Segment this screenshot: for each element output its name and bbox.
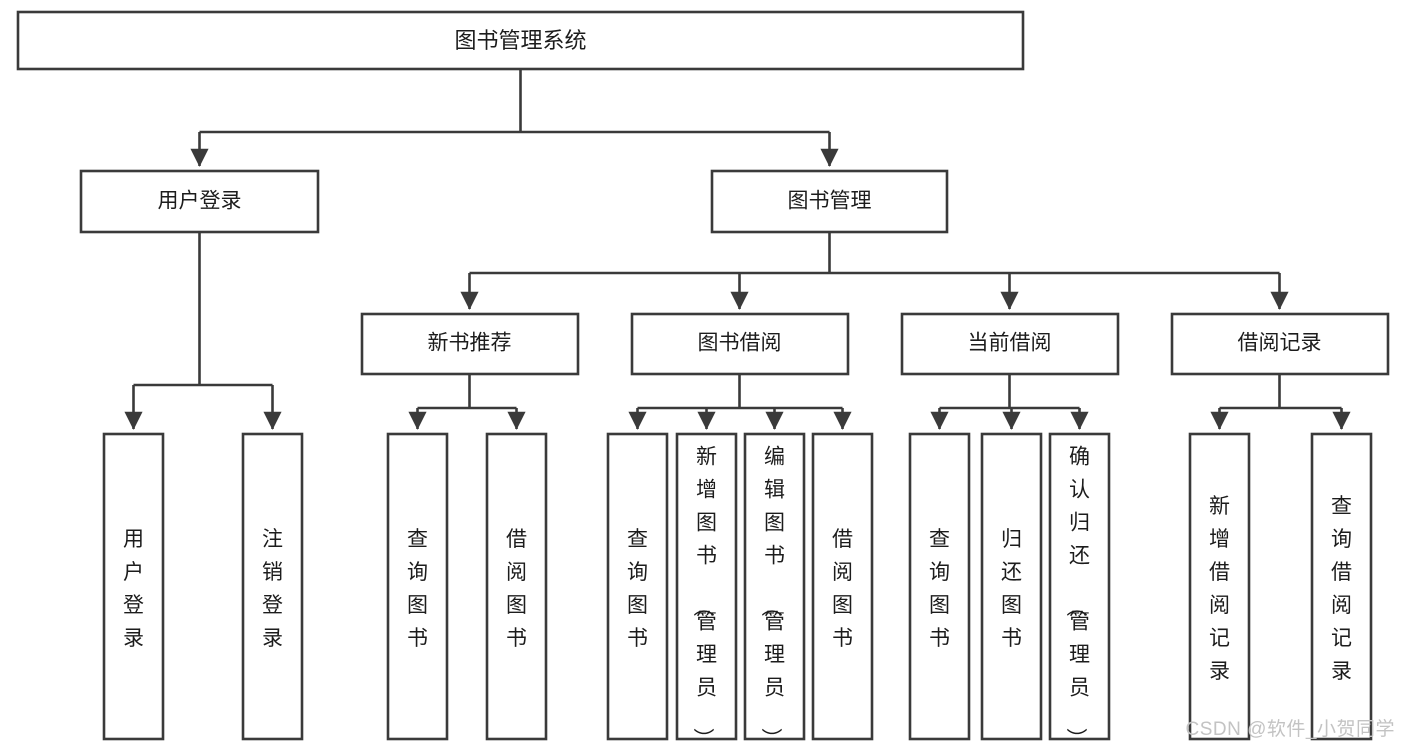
node-user-login-label: 用户登录 <box>158 190 242 213</box>
leaf-bb-borrow-book-label: 借阅图书 <box>832 528 853 650</box>
node-borrow-record[interactable]: 借阅记录 <box>1170 312 1390 376</box>
leaf-node[interactable]: 查询借阅记录 <box>1310 432 1373 741</box>
leaf-rec-query-book-label: 查询图书 <box>407 528 428 650</box>
connector-layer <box>124 69 1351 430</box>
leaf-rec-borrow-book-label: 借阅图书 <box>506 528 527 650</box>
node-current-borrow-label: 当前借阅 <box>968 332 1052 355</box>
leaf-cb-confirm-return-label: 确认归还（管理员） <box>1064 446 1090 747</box>
node-borrow-record-label-box[interactable] <box>1170 312 1390 376</box>
leaf-node[interactable]: 注销登录 <box>241 432 304 741</box>
leaf-cb-confirm-return-box[interactable] <box>1048 432 1111 741</box>
leaf-node[interactable]: 借阅图书 <box>485 432 548 741</box>
leaf-bb-add-book-box[interactable] <box>675 432 738 741</box>
node-borrow-record-label: 借阅记录 <box>1238 332 1322 355</box>
node-root-label: 图书管理系统 <box>454 28 586 53</box>
node-new-book-recommend[interactable]: 新书推荐 <box>360 312 580 376</box>
leaf-rec-borrow-book-box[interactable] <box>485 432 548 741</box>
leaf-node[interactable]: 编辑图书（管理员） <box>743 432 806 747</box>
node-book-borrow-box[interactable] <box>630 312 850 376</box>
leaf-bb-query-book-label: 查询图书 <box>627 528 648 650</box>
leaf-bb-add-book-label: 新增图书（管理员） <box>691 446 717 747</box>
leaf-cb-return-book-box[interactable] <box>980 432 1043 741</box>
leaf-user-logout-label: 注销登录 <box>262 528 283 650</box>
leaf-node[interactable]: 查询图书 <box>908 432 971 741</box>
leaf-node[interactable]: 查询图书 <box>606 432 669 741</box>
leaf-node-layer: 用户登录 注销登录 查询图书 借阅图书 查询图书 新增图书（管理员） 编辑图书（管理员） 借阅… <box>102 432 1373 747</box>
leaf-node[interactable]: 新增借阅记录 <box>1188 432 1251 741</box>
leaf-bb-borrow-book-box[interactable] <box>811 432 874 741</box>
node-user-login[interactable]: 用户登录 <box>79 169 320 234</box>
node-current-borrow[interactable]: 当前借阅 <box>900 312 1120 376</box>
node-book-borrow-label: 图书借阅 <box>698 332 782 355</box>
leaf-user-logout-box[interactable] <box>241 432 304 741</box>
node-root[interactable]: 图书管理系统 <box>16 10 1025 71</box>
node-book-manage-label: 图书管理 <box>788 190 872 213</box>
node-book-borrow[interactable]: 图书借阅 <box>630 312 850 376</box>
node-new-book-recommend-box[interactable] <box>360 312 580 376</box>
leaf-br-query-record-label: 查询借阅记录 <box>1331 495 1352 683</box>
leaf-rec-query-book-box[interactable] <box>386 432 449 741</box>
leaf-cb-return-book-label: 归还图书 <box>1001 528 1022 650</box>
leaf-cb-query-book-box[interactable] <box>908 432 971 741</box>
leaf-node[interactable]: 借阅图书 <box>811 432 874 741</box>
node-book-manage-box[interactable] <box>710 169 949 234</box>
leaf-node[interactable]: 归还图书 <box>980 432 1043 741</box>
leaf-br-query-record-box[interactable] <box>1310 432 1373 741</box>
leaf-user-login-box[interactable] <box>102 432 165 741</box>
node-layer: 图书管理系统 用户登录 图书管理 新书推荐 图书借阅 当前借阅 借阅记录 <box>16 10 1390 376</box>
leaf-node[interactable]: 新增图书（管理员） <box>675 432 738 747</box>
leaf-bb-edit-book-label: 编辑图书（管理员） <box>759 446 785 747</box>
node-current-borrow-box[interactable] <box>900 312 1120 376</box>
node-root-box[interactable] <box>16 10 1025 71</box>
leaf-node[interactable]: 查询图书 <box>386 432 449 741</box>
leaf-node[interactable]: 用户登录 <box>102 432 165 741</box>
leaf-node[interactable]: 确认归还（管理员） <box>1048 432 1111 747</box>
node-new-book-recommend-label: 新书推荐 <box>428 332 512 355</box>
leaf-user-login-label: 用户登录 <box>123 528 144 650</box>
leaf-cb-query-book-label: 查询图书 <box>929 528 950 650</box>
leaf-bb-edit-book-box[interactable] <box>743 432 806 741</box>
node-user-login-box[interactable] <box>79 169 320 234</box>
node-book-manage[interactable]: 图书管理 <box>710 169 949 234</box>
leaf-br-add-record-box[interactable] <box>1188 432 1251 741</box>
leaf-br-add-record-label: 新增借阅记录 <box>1209 495 1230 683</box>
leaf-bb-query-book-box[interactable] <box>606 432 669 741</box>
